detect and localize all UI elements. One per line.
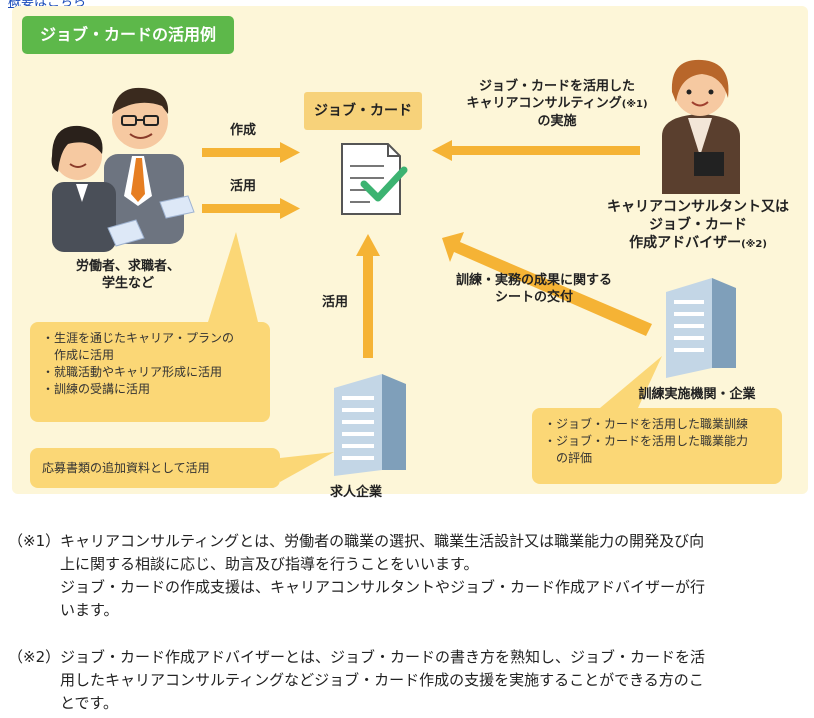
footnote-1-mark: （※1） [8,532,61,550]
diagram-title: ジョブ・カードの活用例 [22,16,235,54]
job-card-diagram: ジョブ・カードの活用例 [12,6,808,500]
employer-use-bubble: 応募書類の追加資料として活用 [30,448,280,488]
arrow-use-label: 活用 [230,179,257,194]
arrow-create-label: 作成 [230,123,257,138]
training-building-icon [666,278,736,378]
training-uses-bubble: ・ジョブ・カードを活用した職業訓練 ・ジョブ・カードを活用した職業能力 の評価 [532,408,782,484]
consultant-label: キャリアコンサルタント又は ジョブ・カード 作成アドバイザー(※2) [607,199,789,251]
employer-label: 求人企業 [330,485,383,500]
footnote-1-text: キャリアコンサルティングとは、労働者の職業の選択、職業生活設計又は職業能力の開発… [60,532,706,619]
training-delivery-label: 訓練・実務の成果に関する シートの交付 [455,273,612,305]
diagram-illustrations [51,59,740,482]
arrow-consultant [432,140,640,161]
workers-label: 労働者、求職者、 学生など [75,259,180,291]
arrow-training [442,232,652,336]
employer-arrow-label: 活用 [322,295,349,310]
training-org-label: 訓練実施機関・企業 [638,387,756,402]
arrow-employer [356,234,380,358]
consultant-action-label: ジョブ・カードを活用した キャリアコンサルティング(※1) の実施 [466,79,648,129]
overview-link[interactable]: 概要はこちら [8,0,87,10]
training-bubble-tail [600,356,662,408]
footnote-2-text: ジョブ・カード作成アドバイザーとは、ジョブ・カードの書き方を熟知し、ジョブ・カー… [60,648,706,712]
employer-bubble-tail [280,452,334,482]
consultant-illustration [662,59,740,194]
worker-bubble-tail [208,232,258,322]
document-icon [341,143,408,215]
arrow-create [202,142,300,163]
worker-uses-bubble: ・生涯を通じたキャリア・プランの 作成に活用 ・就職活動やキャリア形成に活用 ・… [30,322,270,422]
footnote-2-mark: （※2） [8,648,61,666]
job-card-label: ジョブ・カード [304,92,422,130]
employer-building-icon [334,374,406,476]
arrow-use [202,198,300,219]
workers-illustration [51,87,195,252]
